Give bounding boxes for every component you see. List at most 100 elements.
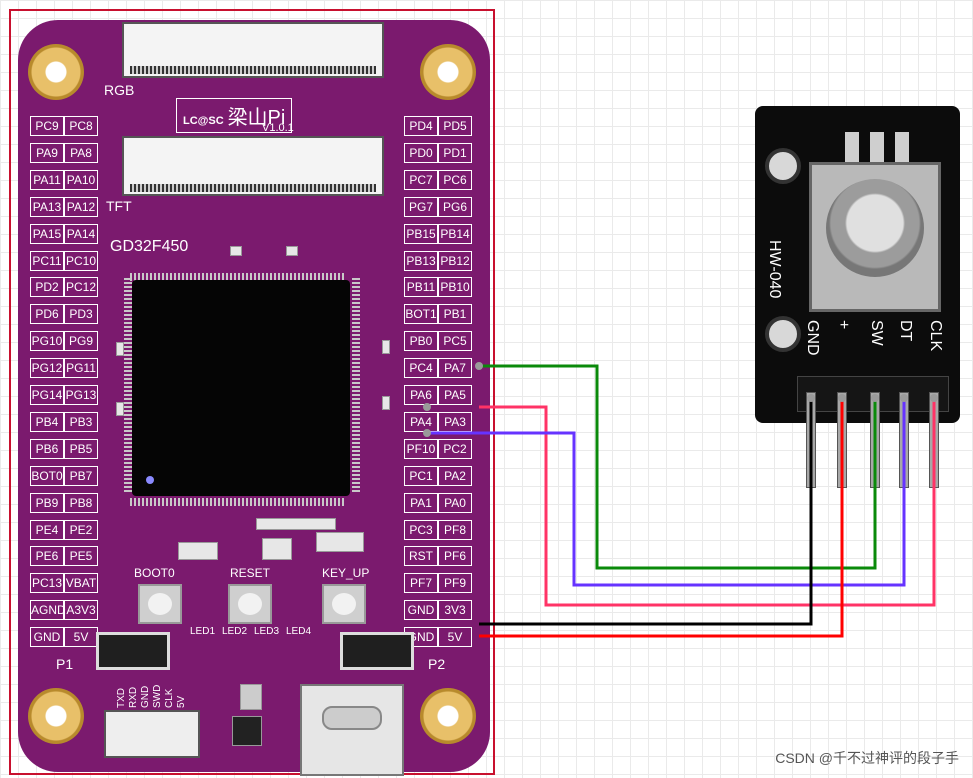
pin-pg12: PG12 [30, 358, 64, 379]
pin-pa15: PA15 [30, 223, 64, 244]
pin-agnd: AGND [30, 600, 66, 621]
pin-3v3: 3V3 [438, 600, 472, 621]
wire-endpoint [423, 429, 431, 437]
pin-pa9: PA9 [30, 142, 64, 163]
pin-pa12: PA12 [64, 196, 98, 217]
chip-pins-bottom [130, 498, 344, 506]
logo-name: 梁山Pi [227, 107, 286, 129]
pin-pb12: PB12 [438, 250, 472, 271]
usb-c-port [322, 706, 382, 730]
pin-pa13: PA13 [30, 196, 64, 217]
pin-pb8: PB8 [64, 492, 98, 513]
pin-pf10: PF10 [404, 438, 438, 459]
header-left-label: P1 [56, 656, 74, 672]
pin-pe5: PE5 [64, 546, 98, 567]
boot0-button[interactable] [138, 584, 182, 624]
pin-gnd: GND [404, 600, 438, 621]
pin-pa6: PA6 [404, 385, 438, 405]
mounting-hole-top-left [28, 44, 84, 100]
pin-pa7: PA7 [438, 358, 472, 379]
pin-pb9: PB9 [30, 492, 64, 513]
led-labels: LED1 LED2 LED3 LED4 [190, 626, 314, 637]
pin-pc12: PC12 [64, 277, 98, 298]
pin-bot0: BOT0 [30, 465, 64, 486]
tft-connector [122, 136, 384, 196]
pin-pc9: PC9 [30, 116, 64, 136]
pin-pb10: PB10 [438, 277, 472, 298]
pin-pd4: PD4 [404, 116, 438, 136]
pin-pb15: PB15 [404, 223, 438, 244]
wire-endpoint [475, 362, 483, 370]
board-frame [9, 9, 495, 775]
pin-pe4: PE4 [30, 519, 64, 540]
pin-pc4: PC4 [404, 358, 438, 379]
smd-ic [232, 716, 262, 746]
pin-pc11: PC11 [30, 250, 64, 271]
watermark: CSDN @千不过神评的段子手 [775, 750, 959, 766]
smd-crystal [178, 542, 218, 560]
ldo-regulator [240, 684, 262, 710]
led-label: LED2 [222, 626, 248, 637]
pin-pa4: PA4 [404, 411, 438, 432]
led-label: LED4 [286, 626, 312, 637]
chip-pins-top [130, 273, 344, 281]
encoder-top-pins [845, 132, 909, 162]
wire-endpoint [807, 394, 815, 402]
pin-pd0: PD0 [404, 142, 438, 163]
pin-pb11: PB11 [404, 277, 438, 298]
pin-pd5: PD5 [438, 116, 472, 136]
pin-pf8: PF8 [438, 519, 472, 540]
pin-gnd: GND [30, 627, 64, 648]
module-hole-bottom [765, 316, 801, 352]
pin-pg10: PG10 [30, 331, 64, 352]
diode-right [340, 632, 414, 670]
pin-pg13: PG13 [64, 385, 98, 405]
pin-pc2: PC2 [438, 438, 472, 459]
wire-endpoint [423, 403, 431, 411]
smd-capacitor-array [256, 518, 336, 530]
pin-pc13: PC13 [30, 573, 64, 594]
pin-pd1: PD1 [438, 142, 472, 163]
chip-label: GD32F450 [110, 238, 189, 255]
module-hole-top [765, 148, 801, 184]
pin1-marker [146, 476, 154, 484]
pin-pc6: PC6 [438, 169, 472, 190]
pin-pa10: PA10 [64, 169, 98, 190]
pin-pd2: PD2 [30, 277, 64, 298]
debug-connector [104, 710, 200, 758]
pin-pc10: PC10 [64, 250, 98, 271]
pin-pf9: PF9 [438, 573, 472, 594]
chip-pins-right [352, 278, 360, 492]
smd-resistor [286, 246, 298, 256]
led-label: LED1 [190, 626, 216, 637]
smd-resistor [116, 342, 124, 356]
pin-pa5: PA5 [438, 385, 472, 405]
led-label: LED3 [254, 626, 280, 637]
smd-resistor [382, 340, 390, 354]
key-up-button[interactable] [322, 584, 366, 624]
pin-pa2: PA2 [438, 465, 472, 486]
board-version: V1.0.1 [262, 122, 294, 134]
pin-5v: 5V [438, 627, 472, 648]
pin-pa8: PA8 [64, 142, 98, 163]
reset-button[interactable] [228, 584, 272, 624]
wire-sw [479, 364, 877, 570]
pin-pb1: PB1 [438, 304, 472, 325]
